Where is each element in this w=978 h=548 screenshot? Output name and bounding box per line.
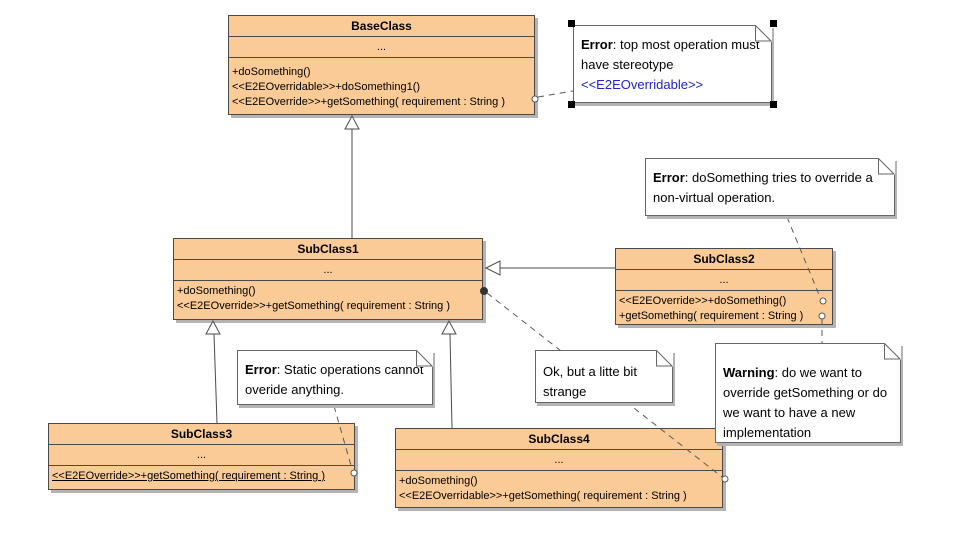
note-message: : doSomething tries to override a non-vi… [653,170,873,205]
generalization-subclass4-subclass1[interactable] [441,319,457,429]
note-text: Error: Static operations cannot overide … [238,351,432,400]
selection-handle-top-right[interactable] [770,20,777,27]
class-attributes[interactable]: ... [229,36,534,57]
selection-handle-bottom-right[interactable] [770,101,777,108]
generalization-subclass3-subclass1[interactable] [205,319,221,424]
class-box-subclass4[interactable]: SubClass4 ... +doSomething() <<E2EOverri… [395,428,723,508]
operation[interactable]: <<E2EOverridable>>+doSomething1() [232,81,421,93]
generalization-subclass1-baseclass[interactable] [344,114,360,238]
note-severity-label: Error [245,362,277,377]
selection-handle-top-left[interactable] [568,20,575,27]
note-anchor-subclass3-getsomething[interactable] [333,405,358,477]
note-anchor-baseclass[interactable] [531,90,574,103]
note-stereotype-error[interactable]: Error: top most operation must have ster… [568,20,777,108]
note-message: : Static operations cannot overide anyth… [245,362,424,397]
class-attributes[interactable]: ... [49,444,354,465]
note-text: Error: top most operation must have ster… [574,26,771,95]
class-operations: +doSomething() <<E2EOverridable>>+getSom… [396,470,722,507]
class-operations: +doSomething() <<E2EOverridable>>+doSome… [229,57,534,114]
note-text: Error: doSomething tries to override a n… [646,159,894,208]
operation[interactable]: <<E2EOverride>>+doSomething() [619,295,787,307]
operation-static[interactable]: <<E2EOverride>>+getSomething( requiremen… [52,470,326,482]
class-operations: <<E2EOverride>>+getSomething( requiremen… [49,465,354,489]
selection-handle-bottom-left[interactable] [568,101,575,108]
note-severity-label: Error [581,37,613,52]
note-fold-icon [884,343,901,360]
note-override-error[interactable]: Error: doSomething tries to override a n… [645,158,895,216]
note-text: Warning: do we want to override getSomet… [716,344,900,443]
note-message: : do we want to override getSomething or… [723,365,888,440]
class-attributes[interactable]: ... [174,259,482,280]
class-attributes[interactable]: ... [616,269,832,290]
note-anchor-subclass2-dosomething[interactable] [786,216,827,305]
class-box-subclass3[interactable]: SubClass3 ... <<E2EOverride>>+getSomethi… [48,423,355,490]
operation[interactable]: <<E2EOverridable>>+getSomething( require… [399,490,687,502]
operation[interactable]: <<E2EOverride>>+getSomething( requiremen… [177,300,451,312]
operation[interactable]: +getSomething( requirement : String ) [619,310,804,322]
class-operations: +doSomething() <<E2EOverride>>+getSometh… [174,280,482,319]
note-message: Ok, but a litte bit strange [543,364,637,399]
class-title[interactable]: SubClass2 [693,252,755,266]
note-ok-strange[interactable]: Ok, but a litte bit strange [535,350,673,403]
class-title[interactable]: SubClass3 [170,427,233,441]
note-warning[interactable]: Warning: do we want to override getSomet… [715,343,901,443]
operation[interactable]: +doSomething() [399,475,478,487]
note-fold-icon [416,350,433,367]
class-title[interactable]: SubClass4 [528,432,590,446]
note-static-error[interactable]: Error: Static operations cannot overide … [237,350,433,405]
note-text: Ok, but a litte bit strange [536,351,672,402]
class-title[interactable]: SubClass1 [297,242,359,256]
note-severity-label: Warning [723,365,775,380]
note-message: : top most operation must have stereotyp… [581,37,760,72]
stereotype-link[interactable]: <<E2EOverridable>> [581,77,704,92]
note-severity-label: Error [653,170,685,185]
class-attributes[interactable]: ... [396,449,722,470]
operation[interactable]: +doSomething() [232,66,311,78]
note-anchor-subclass2-getsomething[interactable] [818,312,826,344]
class-box-subclass2[interactable]: SubClass2 ... <<E2EOverride>>+doSomethin… [615,248,833,325]
class-box-baseclass[interactable]: BaseClass ... +doSomething() <<E2EOverri… [228,15,535,115]
operation[interactable]: <<E2EOverride>>+getSomething( requiremen… [232,96,506,108]
note-fold-icon [656,350,673,367]
class-title[interactable]: BaseClass [351,19,412,33]
class-box-subclass1[interactable]: SubClass1 ... +doSomething() <<E2EOverri… [173,238,483,320]
operation[interactable]: +doSomething() [177,285,256,297]
generalization-subclass2-subclass1[interactable] [484,260,616,276]
class-operations: <<E2EOverride>>+doSomething() +getSometh… [616,290,832,324]
note-fold-icon [755,25,772,42]
override-link-subclass1-subclass4[interactable] [480,287,729,483]
note-fold-icon [878,158,895,175]
